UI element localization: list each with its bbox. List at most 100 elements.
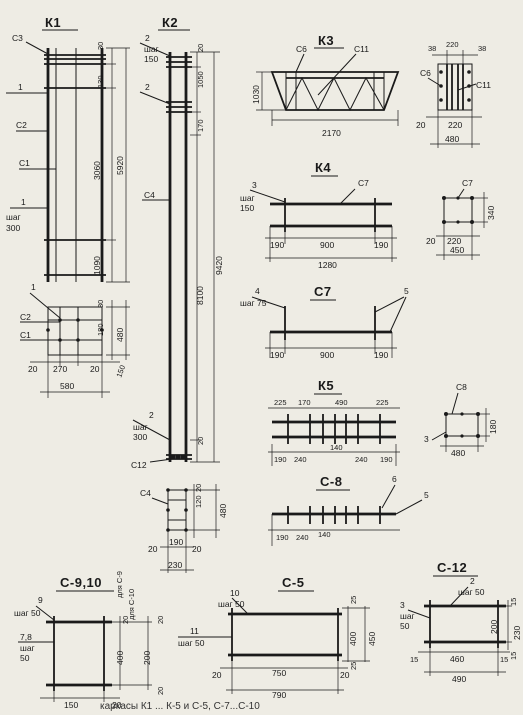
c5-dim-25b: 25	[349, 662, 358, 670]
k4-dim-190b: 190	[374, 240, 388, 250]
c910-bar-78: 7,8	[20, 632, 32, 642]
k1-dim-1090: 1090	[92, 256, 102, 275]
k3s-dim-220b: 220	[448, 120, 462, 130]
k3s-dim-20: 20	[416, 120, 426, 130]
k1-dim-30: 30	[96, 42, 105, 50]
k2-step-value: 150	[144, 54, 158, 64]
c12-bar-3: 3	[400, 600, 405, 610]
frame-k3-title: К3	[318, 33, 334, 48]
frame-c8: С8 3 180 480	[424, 382, 498, 458]
c7-step-label: шаг 75	[240, 298, 267, 308]
c8-dim-480: 480	[451, 448, 465, 458]
c12-dim-230: 230	[512, 626, 522, 640]
k3-bar-c11: С11	[354, 44, 369, 54]
c5-dim-20: 20	[212, 670, 222, 680]
k1-step-label: шаг	[6, 212, 21, 222]
k5-dim-490: 490	[335, 398, 348, 407]
k2-bar-c4: С4	[144, 190, 155, 200]
k1s-bar-c2: С2	[20, 312, 31, 322]
c12-dim-15b: 15	[509, 652, 518, 660]
frame-k4-title: К4	[315, 160, 331, 175]
c8b-dim-140: 140	[318, 530, 331, 539]
k2s-dim-230: 230	[168, 560, 182, 570]
c7-bar-4: 4	[255, 286, 260, 296]
frame-c910: С-9,10 для С-9 для С-10 9 шаг 50 7,8 шаг…	[14, 571, 165, 710]
k2-dim-170: 170	[196, 119, 205, 132]
frame-c7: С7 4 шаг 75 5 190 900 190	[240, 284, 409, 360]
c7-dim-190a: 190	[270, 350, 284, 360]
k4s-dim-220: 220	[447, 236, 461, 246]
k4s-dim-20: 20	[426, 236, 436, 246]
k2s-dim-20a: 20	[194, 484, 203, 492]
c5-dim-790: 790	[272, 690, 286, 700]
k2-bar-2b: 2	[145, 82, 150, 92]
c5-title: С-5	[282, 575, 304, 590]
c8-bar-3: 3	[424, 434, 429, 444]
k2-dim-8100: 8100	[195, 286, 205, 305]
k2-dim-20b: 20	[196, 437, 205, 445]
c7-bar-5: 5	[404, 286, 409, 296]
c910-bar-9: 9	[38, 595, 43, 605]
frame-k1-section: 1 С2 С1 30 180 480 150 20 270 20 580	[20, 282, 130, 398]
k3-dim-2170: 2170	[322, 128, 341, 138]
c910-dim-200: 200	[142, 651, 152, 665]
k5-dim-170: 170	[298, 398, 311, 407]
frame-k4: К4 3 шаг 150 С7 190 900 190 1280	[240, 160, 397, 270]
k5-dim-225a: 225	[274, 398, 287, 407]
c8b-dim-190: 190	[276, 533, 289, 542]
c910-step-label-2: шаг	[20, 643, 35, 653]
c910-side-c10: для С-10	[127, 589, 136, 620]
k4-step-value: 150	[240, 203, 254, 213]
k1-dim-5920: 5920	[115, 156, 125, 175]
k2s-bar-c4: С4	[140, 488, 151, 498]
c910-dim-20c: 20	[156, 687, 165, 695]
k1s-dim-150: 150	[114, 364, 127, 379]
k4s-dim-340: 340	[486, 206, 496, 220]
c910-step-value-2: 50	[20, 653, 30, 663]
c5-dim-400: 400	[348, 632, 358, 646]
c7-dim-900: 900	[320, 350, 334, 360]
c910-title: С-9,10	[60, 575, 102, 590]
c12-dim-460: 460	[450, 654, 464, 664]
c910-dim-400: 400	[115, 651, 125, 665]
k1-step-value: 300	[6, 223, 20, 233]
frame-k2-section: С4 20 120 480 20 190 20 230	[140, 484, 228, 573]
c5-dim-25a: 25	[349, 596, 358, 604]
frame-k5: К5 225 170 490 225 190 240 140 240 190	[268, 378, 400, 466]
k3s-dim-220a: 220	[446, 40, 459, 49]
c5-step-label: шаг 50	[218, 599, 245, 609]
frame-k3-section: 38 220 38 С6 С11 20 220 480	[416, 40, 491, 148]
k1s-dim-180: 180	[96, 323, 105, 336]
frame-c5: С-5 10 шаг 50 11 шаг 50 25 400 450 25 20…	[178, 575, 377, 700]
frame-c7-title: С7	[314, 284, 332, 299]
k2-dim-20a: 20	[196, 44, 205, 52]
k2-bar-c12: С12	[131, 460, 147, 470]
k1s-bar-1: 1	[31, 282, 36, 292]
c12-dim-200: 200	[489, 620, 499, 634]
k1s-dim-20a: 20	[28, 364, 38, 374]
frame-k5-title: К5	[318, 378, 334, 393]
frame-k2-title: К2	[162, 15, 178, 30]
c12-step-value-2: 50	[400, 621, 410, 631]
k1s-dim-480: 480	[115, 328, 125, 342]
k2-step-label-2: шаг	[133, 422, 148, 432]
c12-bar-2: 2	[470, 576, 475, 586]
frame-k1: К1 С3 1 С2 С1 1 шаг 300 30 130 3060 1090	[6, 15, 130, 283]
k4-dim-1280: 1280	[318, 260, 337, 270]
c8-bar-5: 5	[424, 490, 429, 500]
c8-bar-6: 6	[392, 474, 397, 484]
k2-step-value-2: 300	[133, 432, 147, 442]
k3-bar-c6: С6	[296, 44, 307, 54]
k5-dim-140: 140	[330, 443, 343, 452]
k1-bar-1a: 1	[18, 82, 23, 92]
k4-dim-900: 900	[320, 240, 334, 250]
frame-c8-bar: С-8 6 5 190 240 140	[268, 474, 429, 546]
k2-step-label: шаг	[144, 44, 159, 54]
k1-dim-3060: 3060	[92, 161, 102, 180]
k3s-dim-38b: 38	[478, 44, 486, 53]
c5-bar-10: 10	[230, 588, 240, 598]
k1-bar-c2: С2	[16, 120, 27, 130]
c12-step-label: шаг 50	[458, 587, 485, 597]
